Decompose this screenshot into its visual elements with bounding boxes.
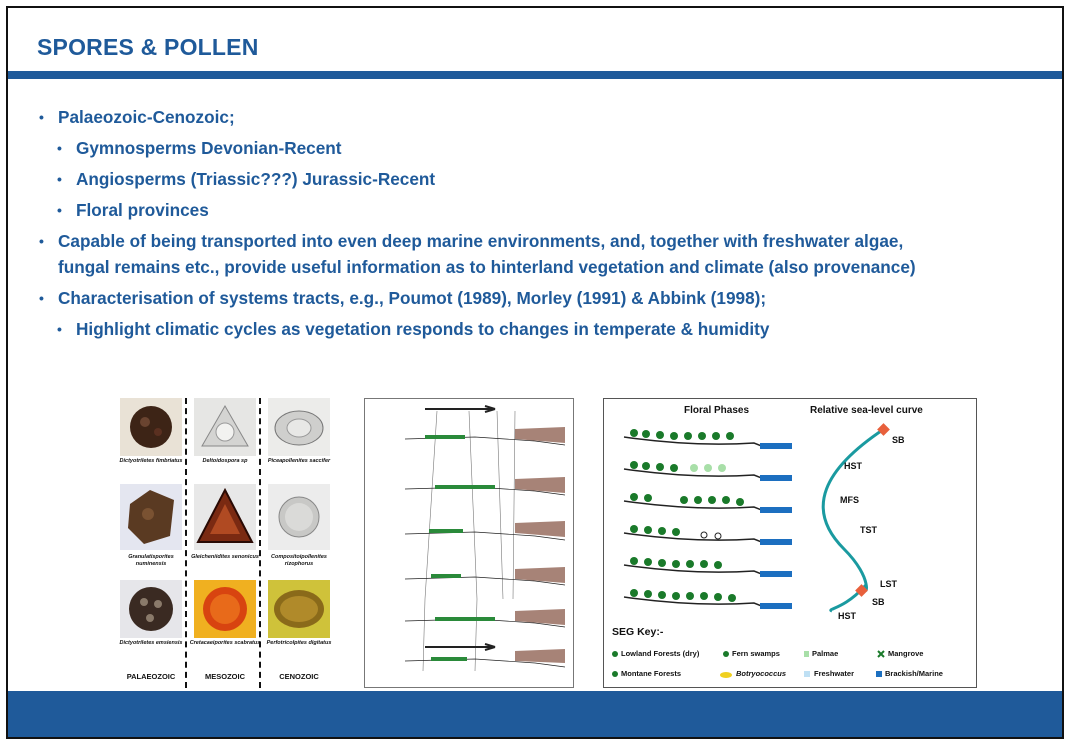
specimen-caption: Gleicheniidites senonicus: [191, 554, 259, 560]
slide-title: SPORES & POLLEN: [37, 34, 259, 60]
specimen-caption: Dictyotriletes emsiensis: [119, 640, 183, 646]
seg-heading-left: Floral Phases: [684, 405, 749, 416]
key-item: Lowland Forests (dry): [621, 649, 700, 658]
specimen-image: [120, 484, 182, 550]
curve-label: HST: [838, 611, 857, 621]
specimen-image: [120, 398, 182, 456]
curve-label: MFS: [840, 495, 859, 505]
era-label: MESOZOIC: [204, 672, 245, 681]
specimen-image: [194, 398, 256, 456]
key-item: Botryococcus: [736, 669, 786, 678]
specimen-image: [194, 580, 256, 638]
bullet-3: Characterisation of systems tracts, e.g.…: [36, 285, 1036, 311]
bullet-1-sub-3: Floral provinces: [36, 197, 1036, 223]
key-item: Palmae: [812, 649, 838, 658]
bullet-1-sub-1: Gymnosperms Devonian-Recent: [36, 135, 1036, 161]
specimen-caption: Granulatisporites numinensis: [128, 554, 174, 567]
specimen-image: [268, 484, 330, 550]
curve-label: SB: [872, 597, 885, 607]
curve-label: SB: [892, 435, 905, 445]
title-rule: [8, 71, 1062, 79]
key-item: Montane Forests: [621, 669, 681, 678]
phase-diagram-lines: [404, 405, 566, 672]
era-divider: [259, 398, 261, 688]
footer-bar: [8, 691, 1062, 737]
key-item: Fern swamps: [732, 649, 780, 658]
phase-diagram: [364, 398, 574, 688]
key-item: Freshwater: [814, 669, 854, 678]
era-label: CENOZOIC: [279, 672, 319, 681]
slide: SPORES & POLLEN Palaeozoic-Cenozoic; Gym…: [6, 6, 1064, 739]
bullet-1-sub-2: Angiosperms (Triassic???) Jurassic-Recen…: [36, 166, 1036, 192]
curve-label: HST: [844, 461, 863, 471]
specimen-caption: Compositoipollenites rizophorus: [271, 554, 327, 567]
specimen-caption: Piceapollenites saccifer: [267, 458, 331, 464]
key-title: SEG Key:-: [612, 626, 664, 638]
specimen-caption: Perfotricolpites digitatus: [266, 640, 332, 646]
specimen-figure: Dictyotriletes fimbriatus Deltoidospora …: [116, 394, 332, 688]
curve-label: LST: [880, 579, 898, 589]
bullet-1: Palaeozoic-Cenozoic;: [36, 104, 1036, 130]
era-divider: [185, 398, 187, 688]
specimen-image: [120, 580, 182, 638]
specimen-caption: Deltoidospora sp: [202, 458, 248, 464]
specimen-caption: Dictyotriletes fimbriatus: [119, 458, 183, 464]
era-label: PALAEOZOIC: [126, 672, 176, 681]
key-item: Brackish/Marine: [885, 669, 943, 678]
seg-diagram: Floral Phases Relative sea-level curve: [603, 398, 977, 688]
specimen-caption: Cretacaeiporites scabratus: [189, 640, 261, 646]
bullet-list: Palaeozoic-Cenozoic; Gymnosperms Devonia…: [36, 104, 1036, 347]
bullet-3-sub-1: Highlight climatic cycles as vegetation …: [36, 316, 1036, 342]
sea-level-curve: [821, 427, 885, 613]
curve-label: TST: [860, 525, 878, 535]
bullet-2: Capable of being transported into even d…: [36, 228, 956, 280]
key-item: Mangrove: [888, 649, 923, 658]
seg-diagram-graphics: Floral Phases Relative sea-level curve: [612, 405, 943, 678]
specimen-image: [268, 580, 330, 638]
specimen-image: [268, 398, 330, 456]
specimen-image: [194, 484, 256, 550]
floral-phase-rows: [623, 429, 792, 609]
seg-heading-right: Relative sea-level curve: [810, 405, 923, 416]
